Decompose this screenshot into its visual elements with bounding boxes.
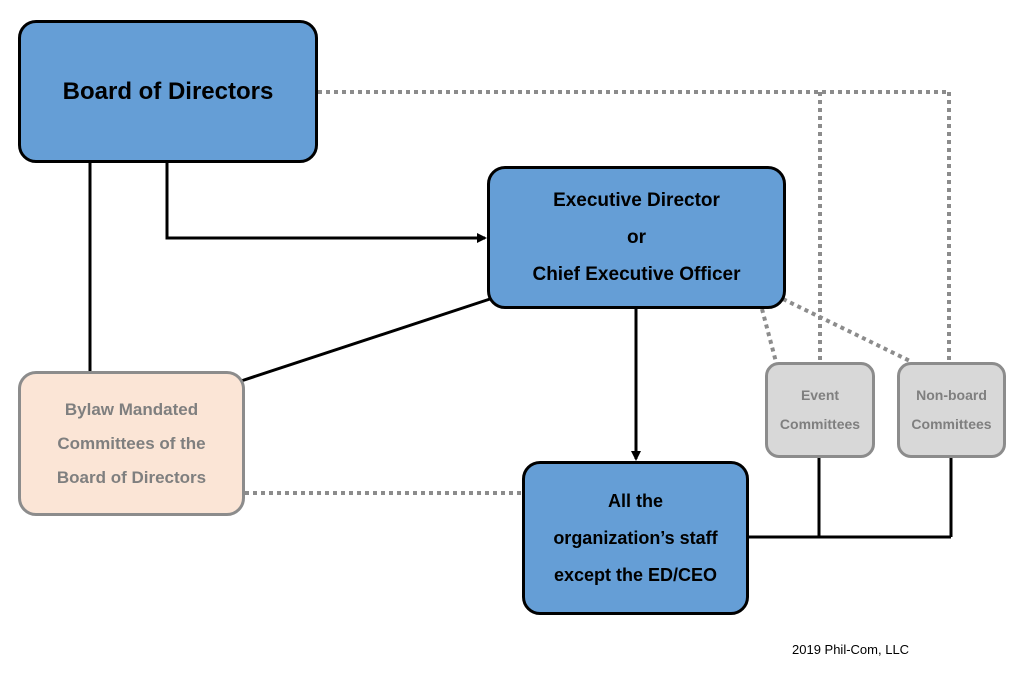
staff-line-1: All the	[607, 490, 663, 511]
event-committees-box: Event Committees	[765, 362, 875, 458]
executive-line-1: Executive Director	[553, 190, 720, 211]
copyright-text: 2019 Phil-Com, LLC	[792, 642, 910, 657]
board-of-directors-box: Board of Directors	[18, 20, 318, 163]
executive-director-box: Executive Director or Chief Executive Of…	[487, 166, 786, 309]
staff-line-2: organization’s staff	[553, 527, 718, 548]
bylaw-committees-box: Bylaw Mandated Committees of the Board o…	[18, 371, 245, 516]
arrow-board-to-executive	[165, 163, 487, 243]
non-board-committees-box: Non-board Committees	[897, 362, 1006, 458]
executive-line-3: Chief Executive Officer	[532, 264, 741, 285]
staff-line-3: except the ED/CEO	[553, 564, 718, 585]
nonboard-line-2: Committees	[911, 416, 992, 432]
line-executive-to-bylaw	[240, 297, 491, 383]
event-line-1: Event	[800, 387, 840, 403]
dotted-executive-to-event	[760, 308, 778, 363]
board-label: Board of Directors	[62, 77, 274, 105]
nonboard-line-1: Non-board	[916, 387, 987, 403]
organization-staff-box: All the organization’s staff except the …	[522, 461, 749, 615]
dotted-executive-to-nonboard	[782, 297, 913, 364]
bylaw-line-3: Board of Directors	[56, 467, 207, 487]
bylaw-line-1: Bylaw Mandated	[64, 399, 199, 419]
bylaw-line-2: Committees of the	[57, 433, 206, 453]
event-line-2: Committees	[779, 416, 861, 432]
executive-line-2: or	[627, 227, 646, 248]
